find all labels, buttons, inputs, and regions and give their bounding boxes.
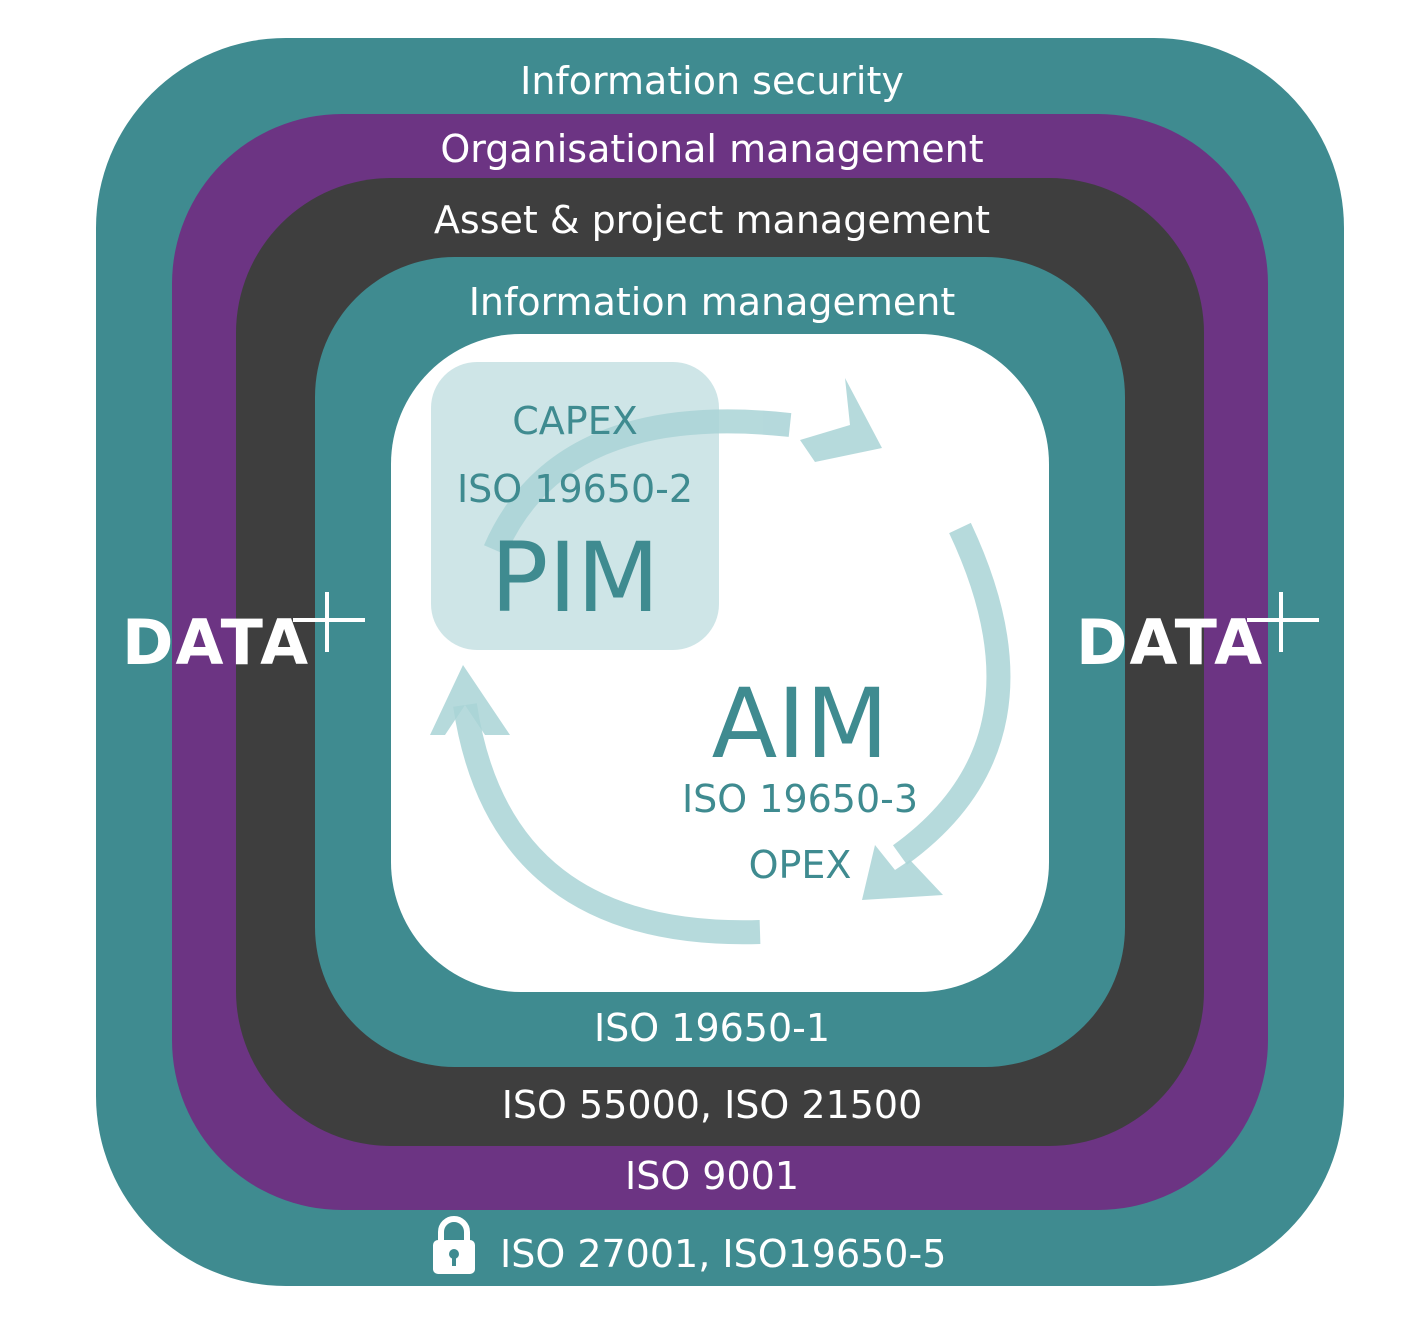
information-security-label: Information security (520, 59, 904, 103)
plus-icon (293, 592, 365, 652)
cycle-arrow-icon (483, 409, 792, 555)
asset-project-management-label: Asset & project management (433, 198, 991, 242)
iso-19650-1-label: ISO 19650-1 (593, 1006, 831, 1050)
iso-55000-21500-label: ISO 55000, ISO 21500 (501, 1083, 923, 1127)
cycle-arrow-icon (892, 522, 1011, 865)
pim-standard: ISO 19650-2 (456, 467, 694, 511)
cycle-arrow-icon (453, 703, 761, 945)
arrowhead-right (862, 845, 943, 900)
pim-phase: CAPEX (512, 399, 638, 443)
data-plus-logo-left: DATA (122, 606, 311, 679)
plus-icon (1247, 592, 1319, 652)
arrowhead-top (800, 378, 882, 462)
aim-phase: OPEX (748, 843, 852, 887)
aim-standard: ISO 19650-3 (681, 777, 919, 821)
aim-title: AIM (711, 668, 889, 780)
lock-icon (433, 1216, 475, 1274)
pim-box (431, 362, 719, 650)
information-management-label: Information management (468, 280, 956, 324)
pim-title: PIM (490, 522, 660, 634)
data-plus-logo-right: DATA (1076, 606, 1265, 679)
iso-9001-label: ISO 9001 (624, 1154, 800, 1198)
organisational-management-label: Organisational management (440, 127, 984, 171)
iso-27001-label: ISO 27001, ISO19650-5 (500, 1232, 947, 1276)
arrowhead-left (430, 665, 510, 735)
